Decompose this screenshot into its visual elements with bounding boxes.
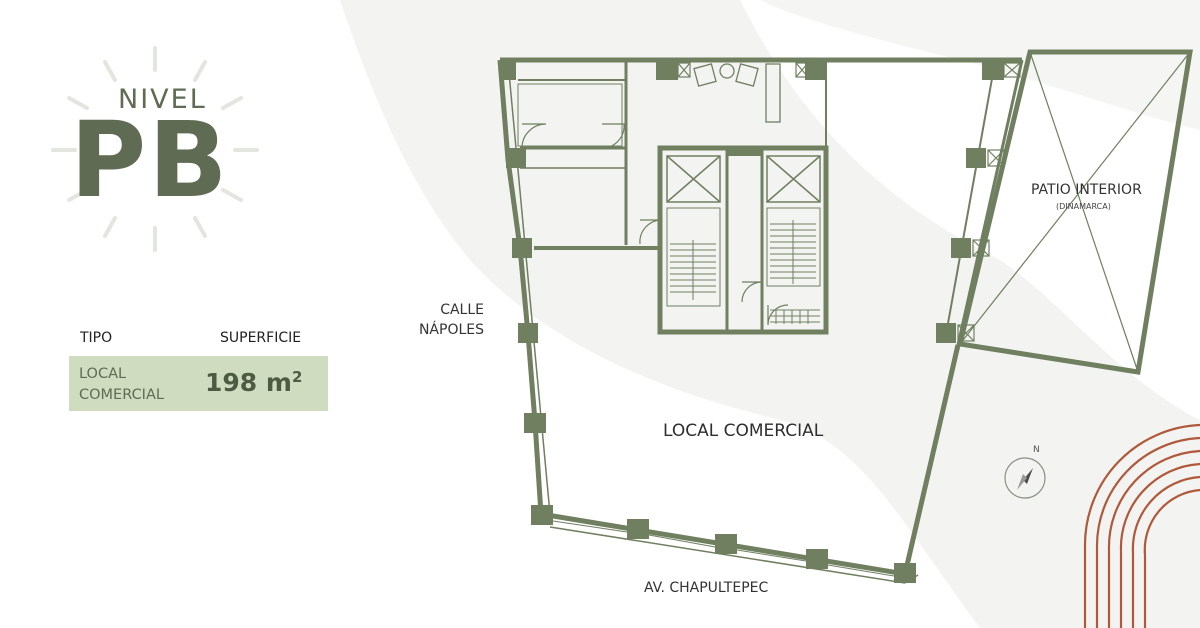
elevator-icon xyxy=(666,155,821,203)
window-glazing xyxy=(552,520,895,577)
street-label-left: CALLE NÁPOLES xyxy=(418,302,484,338)
patio-interior xyxy=(956,49,1193,375)
lobby-furniture xyxy=(693,63,781,123)
compass-icon xyxy=(1004,457,1046,499)
background-shape xyxy=(760,0,1200,130)
structural-columns xyxy=(500,60,1004,583)
stairs-icon xyxy=(666,207,821,324)
type-header: TIPO xyxy=(80,330,113,346)
area-number: 198 m xyxy=(205,368,292,397)
area-header: SUPERFICIE xyxy=(220,330,302,346)
level-code: PB xyxy=(70,99,230,221)
door-swing-icon xyxy=(521,123,789,326)
spec-box: LOCAL COMERCIAL 198 m2 xyxy=(69,356,328,411)
background-shape xyxy=(340,0,1200,628)
column-x-markers xyxy=(677,62,1021,342)
interior-rooms xyxy=(517,62,827,250)
building-core xyxy=(657,145,829,335)
area-unit-exponent: 2 xyxy=(291,368,303,386)
sunburst-rays xyxy=(51,46,259,252)
type-value: LOCAL COMERCIAL xyxy=(79,366,164,403)
patio-sublabel: (DINAMARCA) xyxy=(1056,202,1111,211)
decorative-arcs xyxy=(1083,423,1200,628)
compass-north-label: N xyxy=(1033,445,1040,455)
patio-label: PATIO INTERIOR xyxy=(1031,182,1142,198)
street-label-bottom: AV. CHAPULTEPEC xyxy=(644,580,769,596)
level-label: NIVEL xyxy=(118,84,207,115)
main-space-label: LOCAL COMERCIAL xyxy=(663,421,824,441)
area-value: 198 m2 xyxy=(205,368,302,397)
